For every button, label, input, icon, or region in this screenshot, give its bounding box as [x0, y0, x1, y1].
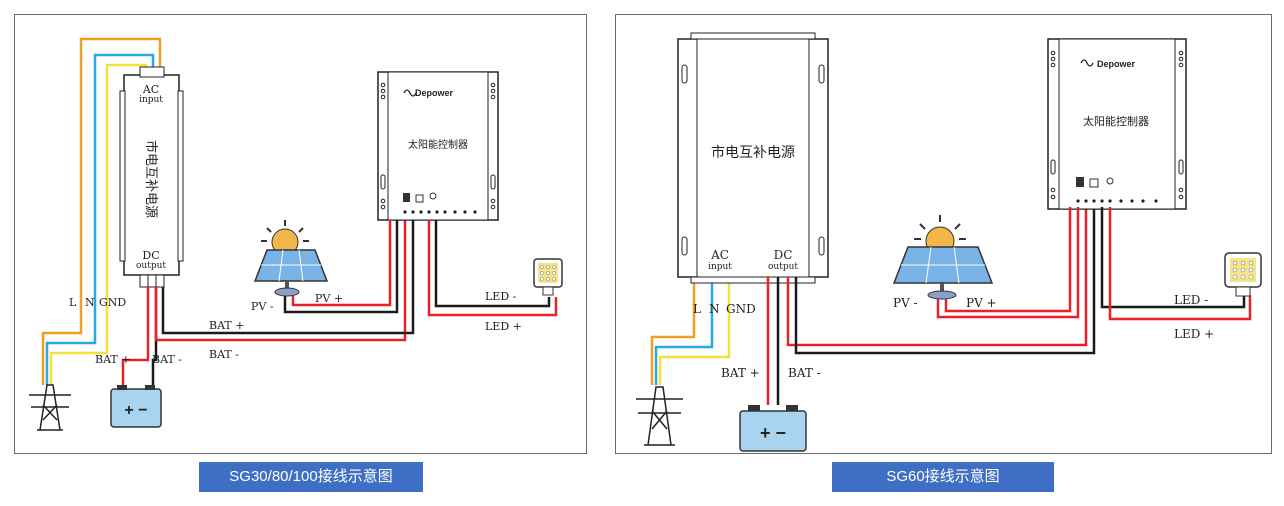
output-label: output	[768, 262, 798, 272]
bat-plus-label: BAT +	[95, 353, 130, 366]
bat-minus-label: BAT -	[152, 353, 182, 366]
led-plus-label: LED +	[485, 320, 522, 333]
bat-plus-label: BAT +	[721, 366, 760, 380]
solar-controller: Depower 太阳能控制器	[1047, 38, 1187, 210]
supply-name-label: 市电互补电源	[711, 144, 795, 161]
led-plus-label: LED +	[1174, 327, 1214, 341]
depower-logo-icon	[1080, 59, 1094, 67]
controller-brand: Depower	[415, 88, 454, 98]
battery-icon: + −	[739, 405, 807, 452]
supply-name-label: 市电互补电源	[143, 140, 159, 218]
sg60-caption: SG60接线示意图	[832, 462, 1054, 492]
ac-label: AC	[710, 248, 729, 262]
solar-panel	[892, 215, 994, 300]
pv-wires	[936, 207, 1080, 319]
battery-indicator-icon	[1089, 178, 1099, 188]
dc-label: DC	[774, 248, 793, 262]
l-label: L	[69, 296, 77, 309]
ac-wires	[41, 37, 162, 385]
led-minus-label: LED -	[485, 290, 517, 303]
n-label: N	[709, 302, 720, 316]
controller-name: 太阳能控制器	[1083, 114, 1149, 128]
bat-minus-top-label: BAT -	[209, 348, 239, 361]
battery-wires	[766, 207, 1096, 405]
power-supply-unit: AC input 市电互补电源 DC output	[119, 66, 184, 288]
sg30-caption: SG30/80/100接线示意图	[199, 462, 423, 492]
power-tower-icon	[636, 386, 683, 446]
l-label: L	[693, 302, 701, 316]
battery-symbol: + −	[124, 402, 147, 419]
controller-brand: Depower	[1097, 59, 1136, 69]
sg30-wiring-diagram: AC input 市电互补电源 DC output Depower 太阳能控制器	[29, 37, 563, 431]
led-minus-label: LED -	[1174, 293, 1208, 307]
power-tower-icon	[29, 384, 71, 431]
bulb-indicator-icon	[429, 192, 437, 200]
bat-plus-top-label: BAT +	[209, 319, 244, 332]
input-label: input	[139, 95, 163, 105]
pv-minus-label: PV -	[893, 296, 918, 310]
input-label: input	[708, 262, 732, 272]
n-label: N	[85, 296, 95, 309]
solar-controller: Depower 太阳能控制器	[377, 71, 499, 221]
panel-indicator-icon	[1076, 177, 1084, 187]
sg60-diagram-panel: 市电互补电源 AC input DC output Depower 太阳能控制器	[615, 14, 1272, 454]
panel-indicator-icon	[403, 193, 410, 202]
pv-minus-label: PV -	[251, 300, 274, 313]
battery-wires	[121, 220, 415, 387]
led-wires	[1100, 207, 1252, 321]
battery-symbol: + −	[760, 423, 786, 443]
gnd-label: GND	[726, 302, 756, 316]
sg60-wiring-diagram: 市电互补电源 AC input DC output Depower 太阳能控制器	[636, 32, 1262, 452]
sg30-diagram-panel: AC input 市电互补电源 DC output Depower 太阳能控制器	[14, 14, 587, 454]
depower-logo-icon	[403, 89, 417, 97]
led-lamp-icon	[533, 258, 563, 296]
ac-label: AC	[142, 83, 159, 96]
battery-icon: + −	[110, 385, 162, 428]
pv-wires	[283, 220, 399, 314]
controller-name: 太阳能控制器	[408, 138, 468, 151]
led-lamp-icon	[1224, 252, 1262, 297]
gnd-label: GND	[99, 296, 126, 309]
bat-minus-label: BAT -	[788, 366, 821, 380]
ac-wires	[650, 277, 731, 385]
pv-plus-label: PV +	[315, 292, 343, 305]
pv-plus-label: PV +	[966, 296, 997, 310]
output-label: output	[136, 261, 166, 271]
solar-panel	[253, 220, 329, 297]
battery-indicator-icon	[415, 194, 424, 203]
led-wires	[427, 220, 558, 317]
sun-icon	[261, 220, 309, 256]
bulb-indicator-icon	[1106, 177, 1114, 185]
dc-label: DC	[142, 249, 159, 262]
power-supply-unit: 市电互补电源 AC input DC output	[677, 32, 829, 284]
